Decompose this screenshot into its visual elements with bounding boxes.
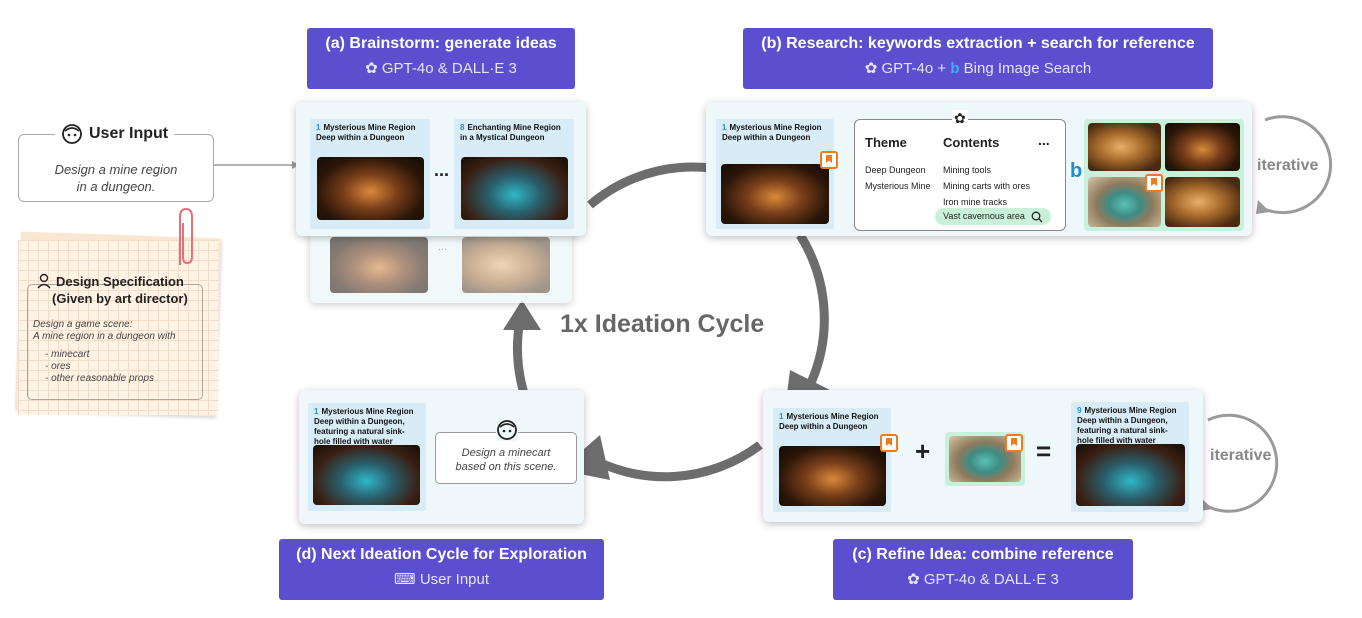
card-caption: Mysterious Mine Region Deep within a Dun… [779, 412, 879, 431]
stage-b-title: (b) Research: keywords extraction + sear… [761, 35, 1195, 52]
search-results-grid [1084, 119, 1244, 231]
bookmark-icon[interactable] [1005, 434, 1023, 452]
stage-c-title: (c) Refine Idea: combine reference [852, 546, 1114, 563]
search-chip[interactable]: Vast cavernous area [935, 208, 1051, 225]
card-caption: Mysterious Mine Region Deep within a Dun… [1077, 406, 1177, 445]
cycle-title: 1x Ideation Cycle [560, 310, 765, 338]
openai-icon: ✿ [952, 110, 968, 127]
spec-title-2: (Given by art director) [52, 291, 188, 306]
card-image [779, 446, 886, 506]
user-face-icon [62, 124, 82, 144]
stage-d-label: (d) Next Ideation Cycle for Exploration … [279, 539, 604, 600]
bing-icon: b [950, 60, 960, 77]
card-number: 1 [314, 407, 319, 416]
theme-item: Deep Dungeon [865, 165, 926, 175]
plus-sign: + [915, 436, 931, 466]
keywords-bubble: ✿ Theme Contents ... Deep Dungeon Myster… [854, 110, 1066, 231]
stage-b-tool-2: Bing Image Search [963, 60, 1092, 77]
card-image [1076, 444, 1185, 506]
stage-b-tool-1: GPT-4o + [881, 60, 947, 77]
bookmark-icon[interactable] [1145, 174, 1163, 192]
user-input-line2: in a dungeon. [76, 179, 156, 194]
stage-c-tool: GPT-4o & DALL·E 3 [923, 571, 1059, 588]
keyboard-icon: ⌨ [393, 571, 416, 588]
search-chip-label: Vast cavernous area [943, 211, 1025, 221]
card-number: 9 [1077, 406, 1082, 415]
card-number: 1 [722, 123, 727, 132]
theme-item: Mysterious Mine [865, 181, 931, 191]
result-image[interactable] [1165, 123, 1240, 171]
ellipsis-small: ... [438, 241, 448, 253]
user-input-line1: Design a mine region [54, 162, 178, 177]
card-caption: Enchanting Mine Region in a Mystical Dun… [460, 123, 561, 142]
theme-header: Theme [865, 135, 907, 150]
card-number: 8 [460, 123, 465, 132]
search-icon [1031, 211, 1043, 222]
openai-icon: ✿ [864, 60, 878, 77]
stage-a-tool: GPT-4o & DALL·E 3 [381, 60, 517, 77]
card-caption: Mysterious Mine Region Deep within a Dun… [316, 123, 416, 142]
bookmark-icon[interactable] [820, 151, 838, 169]
result-image[interactable] [1088, 123, 1161, 171]
card-number: 1 [779, 412, 784, 421]
result-image[interactable] [1165, 177, 1240, 227]
person-badge-icon [37, 273, 51, 289]
user-input-title: User Input [89, 125, 169, 142]
spec-item: - ores [45, 361, 71, 372]
card-number: 1 [316, 123, 321, 132]
panel-a-back: ... [310, 225, 572, 303]
ellipsis: ... [434, 160, 450, 180]
spec-body-1: Design a game scene: [33, 319, 133, 330]
reference-image-frame [945, 432, 1025, 486]
card-image [313, 445, 420, 505]
content-item: Iron mine tracks [943, 197, 1008, 207]
stage-d-title: (d) Next Ideation Cycle for Exploration [296, 546, 587, 563]
card-caption: Mysterious Mine Region Deep within a Dun… [314, 407, 414, 446]
spec-title-1: Design Specification [56, 274, 184, 289]
spec-item: - other reasonable props [45, 373, 154, 384]
card-image [461, 157, 568, 220]
content-item: Mining carts with ores [943, 181, 1031, 191]
paperclip-icon [179, 207, 193, 265]
more-ellipsis[interactable]: ... [1038, 132, 1050, 148]
card-image [721, 164, 829, 224]
iterative-label-c: iterative [1210, 447, 1272, 464]
cycle-arc-right [796, 232, 829, 387]
prompt-line2: based on this scene. [455, 461, 557, 473]
stage-a-title: (a) Brainstorm: generate ideas [325, 35, 557, 52]
user-face-icon [496, 419, 518, 441]
stage-c-label: (c) Refine Idea: combine reference ✿ GPT… [833, 539, 1133, 600]
bing-logo-icon: b [1070, 160, 1083, 182]
iterative-label-b: iterative [1257, 157, 1319, 174]
card-image [317, 157, 424, 220]
user-input-box: User Input Design a mine region in a dun… [18, 123, 214, 202]
stage-b-label: (b) Research: keywords extraction + sear… [743, 28, 1213, 89]
spec-body-2: A mine region in a dungeon with [33, 331, 176, 342]
cycle-arc-bottom [582, 441, 763, 482]
stage-d-tool: User Input [419, 571, 490, 588]
cycle-arrowhead-a [503, 300, 541, 330]
content-item: Mining tools [943, 165, 992, 175]
spec-item: - minecart [45, 349, 90, 360]
contents-header: Contents [943, 135, 1000, 150]
design-spec-card: Design Specification (Given by art direc… [18, 240, 218, 415]
equals-sign: = [1036, 436, 1052, 466]
stage-a-label: (a) Brainstorm: generate ideas ✿ GPT-4o … [307, 28, 575, 89]
prompt-box[interactable]: Design a minecart based on this scene. [435, 419, 577, 484]
prompt-line1: Design a minecart [461, 447, 551, 459]
bookmark-icon[interactable] [880, 434, 898, 452]
openai-icon: ✿ [907, 571, 920, 588]
openai-icon: ✿ [365, 60, 378, 77]
card-caption: Mysterious Mine Region Deep within a Dun… [722, 123, 822, 142]
